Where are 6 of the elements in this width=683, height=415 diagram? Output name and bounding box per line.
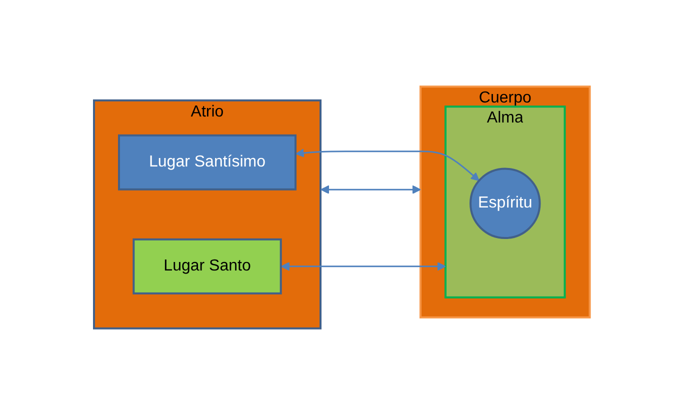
node-box: Lugar Santísimo <box>118 134 296 190</box>
arrow <box>320 185 421 194</box>
node-circle: Espíritu <box>469 168 540 240</box>
arrow <box>295 148 480 182</box>
arrow <box>280 262 446 271</box>
node-box: Lugar Santo <box>132 238 282 294</box>
